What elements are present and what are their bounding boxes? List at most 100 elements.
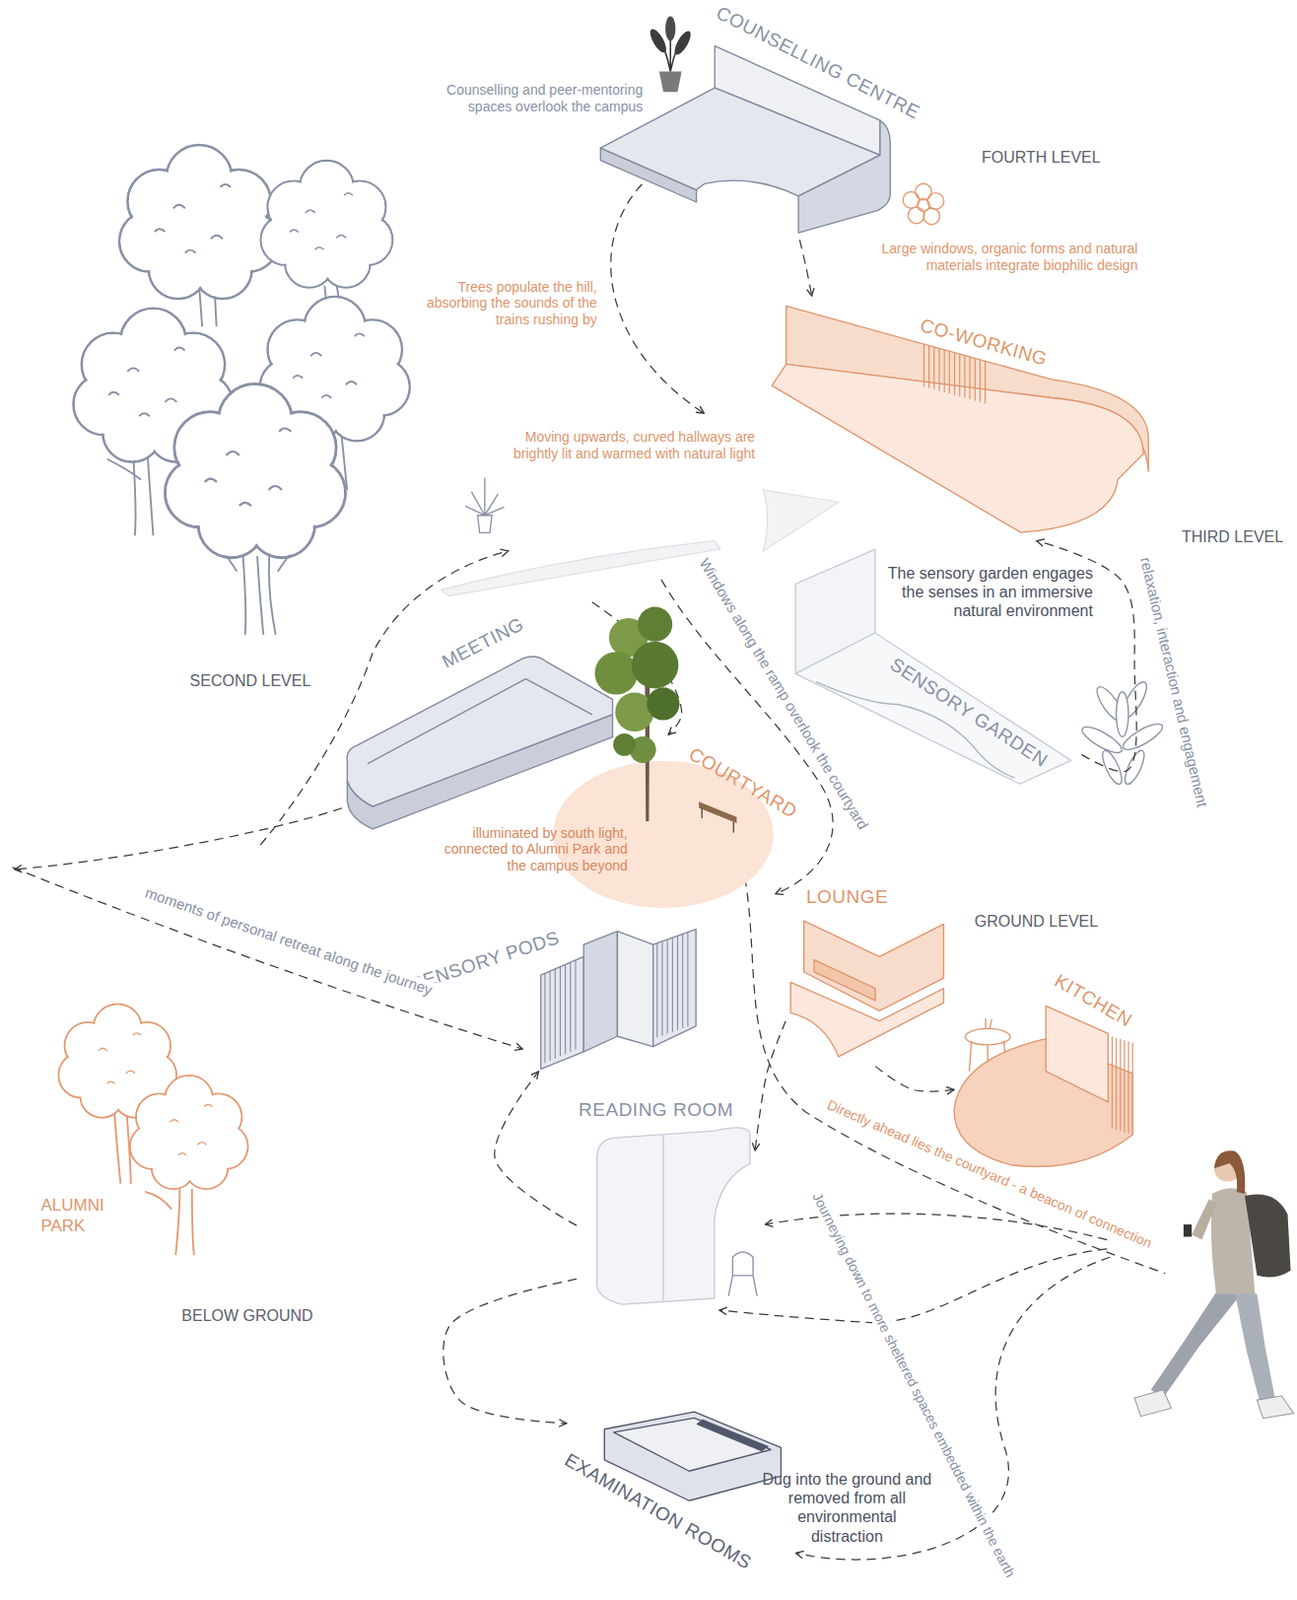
room-outline — [785, 886, 950, 1067]
room-title: READING ROOM — [578, 1098, 734, 1122]
student-figure — [1151, 1287, 1240, 1398]
room-sensory-pods: SENSORY PODS — [403, 913, 704, 1072]
room-examination: EXAMINATION ROOMS — [566, 1406, 792, 1579]
hallway-shape — [440, 541, 721, 597]
room-shape — [662, 1134, 664, 1302]
journey-connector — [494, 1071, 577, 1226]
room-shape — [657, 932, 688, 1037]
journey-path — [611, 173, 705, 413]
alumni-park-trees — [114, 1111, 132, 1183]
room-shape — [923, 343, 985, 405]
room-coworking: CO-WORKING — [765, 295, 1154, 541]
room-counselling: COUNSELLING CENTRE — [592, 0, 928, 240]
room-shape — [646, 687, 680, 721]
shrub-icon — [915, 183, 933, 201]
annotation: Counselling and peer-mentoring spaces ov… — [408, 81, 643, 116]
annotation: Large windows, organic forms and natural… — [846, 240, 1138, 274]
room-shape — [613, 1417, 770, 1471]
journey-connector — [443, 1278, 577, 1423]
plant-icon — [1116, 691, 1129, 738]
room-shape — [541, 955, 584, 1069]
room-shape — [583, 930, 617, 1051]
plant-icon — [465, 477, 504, 515]
hill-trees — [119, 144, 279, 299]
hill-trees — [73, 144, 410, 635]
journey-connector — [799, 239, 812, 296]
room-shape — [653, 928, 696, 1046]
room-sensory-garden: SENSORY GARDEN — [790, 546, 1082, 786]
connector-label: relaxation, interaction and engagement — [1135, 551, 1212, 812]
annotation: The sensory garden engages the senses in… — [884, 563, 1093, 621]
room-shape — [1045, 1006, 1108, 1102]
room-shape — [631, 641, 680, 689]
shrub-icon — [907, 206, 925, 224]
student-figure — [1244, 1194, 1292, 1278]
room-shape — [798, 120, 890, 233]
chair-icon — [728, 1251, 757, 1297]
journey-path — [12, 173, 1166, 1560]
room-shape — [701, 808, 734, 833]
shrub-icon — [917, 199, 930, 211]
student-figure — [1134, 1150, 1294, 1419]
hallway-shape — [762, 489, 839, 551]
place-label: ALUMNI PARK — [40, 1195, 123, 1236]
student-figure — [1183, 1224, 1192, 1236]
hill-trees — [164, 383, 345, 557]
annotation: Moving upwards, curved hallways are brig… — [510, 428, 755, 463]
room-shape — [796, 632, 1073, 784]
chair-icon — [728, 1251, 757, 1297]
journey-path — [12, 867, 524, 1049]
room-title: LOUNGE — [806, 886, 888, 909]
room-shape — [698, 802, 737, 824]
level-label: BELOW GROUND — [181, 1305, 313, 1325]
shrub-icon — [902, 183, 944, 224]
room-shape — [367, 679, 593, 764]
annotation: illuminated by south light, connected to… — [433, 824, 628, 875]
alumni-park-trees — [144, 1188, 195, 1255]
room-shape — [595, 652, 638, 695]
room-outline — [576, 1096, 755, 1311]
plant-icon — [659, 70, 683, 92]
student-figure — [1214, 1150, 1245, 1194]
path-annotation: moments of personal retreat along the jo… — [139, 882, 438, 1000]
plant-icon — [465, 477, 504, 533]
hill-trees — [261, 160, 394, 288]
journey-connector — [875, 1066, 955, 1092]
room-kitchen: KITCHEN — [954, 963, 1163, 1173]
student-figure — [1191, 1198, 1217, 1239]
plant-icon — [477, 515, 492, 534]
room-reading: READING ROOM — [576, 1096, 755, 1311]
annotation: Dug into the ground and removed from all… — [759, 1469, 934, 1546]
journey-path — [719, 1248, 1107, 1323]
room-shape — [696, 1419, 767, 1450]
room-lounge: LOUNGE — [785, 886, 950, 1067]
plant-icon — [1079, 679, 1166, 787]
room-shape — [597, 1127, 751, 1304]
journey-path — [14, 808, 342, 870]
alumni-park-trees — [58, 1003, 248, 1255]
student-figure — [1134, 1389, 1171, 1417]
plant-icon — [1098, 748, 1126, 787]
room-shape — [771, 364, 1144, 534]
level-label: SECOND LEVEL — [190, 671, 312, 690]
table-icon — [964, 1027, 1011, 1045]
plant-icon — [647, 16, 694, 93]
room-shape — [545, 958, 576, 1062]
level-label: GROUND LEVEL — [974, 911, 1098, 931]
room-shape — [637, 607, 673, 642]
level-label: THIRD LEVEL — [1181, 527, 1284, 547]
room-shape — [616, 930, 653, 1046]
student-figure — [1234, 1290, 1276, 1403]
journey-path — [745, 877, 1165, 1274]
alumni-park-trees — [130, 1075, 249, 1189]
annotation: Trees populate the hill, absorbing the s… — [418, 278, 598, 329]
student-figure — [1256, 1395, 1294, 1419]
journey-connector — [754, 1021, 786, 1151]
room-shape — [1112, 1036, 1134, 1135]
room-shape — [814, 958, 876, 1000]
room-outline — [954, 963, 1163, 1173]
plant-icon — [665, 16, 676, 42]
journey-path — [765, 1213, 1108, 1240]
hallway-shape — [440, 489, 839, 597]
